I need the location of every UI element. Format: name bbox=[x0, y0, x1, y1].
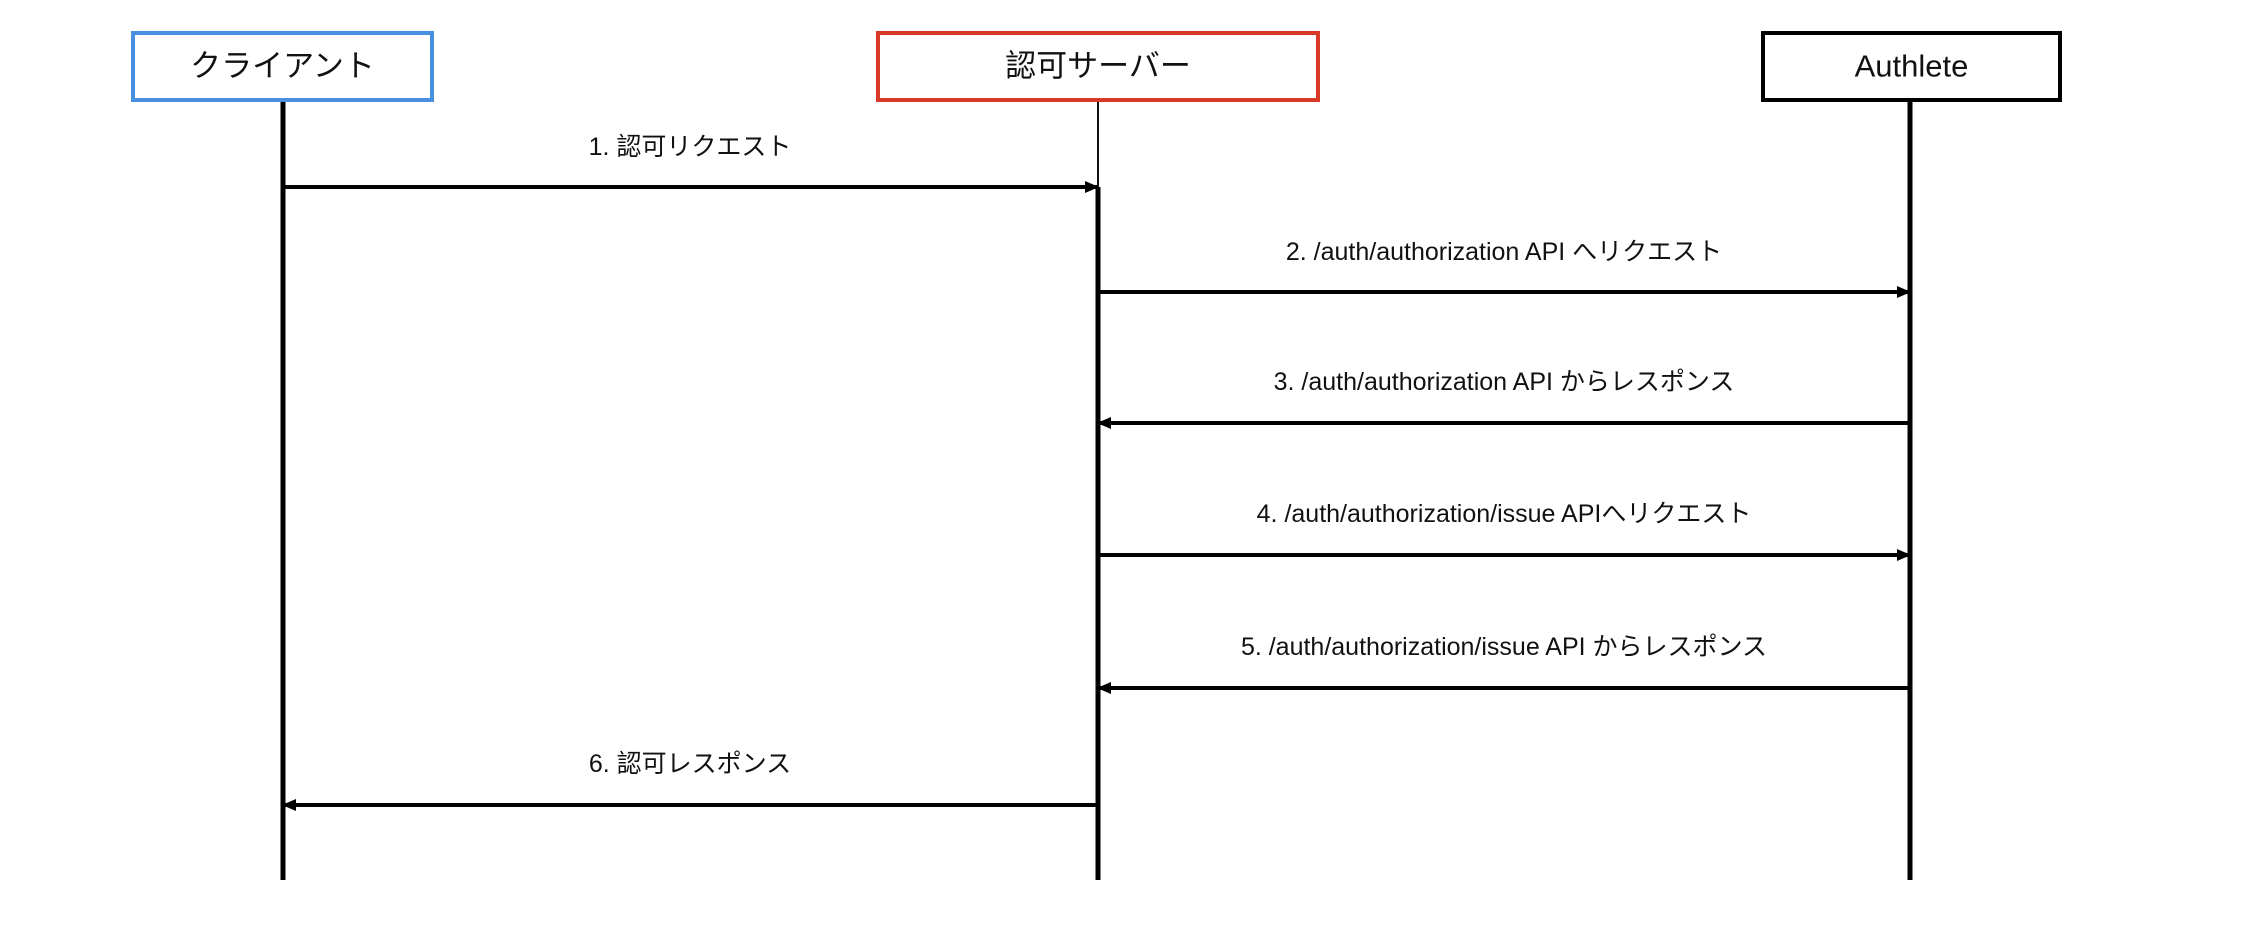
messages-group: 1. 認可リクエスト 2. /auth/authorization API へリク… bbox=[282, 133, 1911, 811]
message-6: 6. 認可レスポンス bbox=[282, 750, 1098, 811]
message-label-1: 1. 認可リクエスト bbox=[589, 133, 792, 161]
participant-label-authorization-server: 認可サーバー bbox=[1005, 49, 1191, 84]
participant-label-client: クライアント bbox=[190, 49, 375, 84]
participant-authlete[interactable]: Authlete bbox=[1761, 31, 2062, 102]
message-label-4: 4. /auth/authorization/issue APIへリクエスト bbox=[1257, 500, 1752, 528]
participants-group: クライアント 認可サーバー Authlete bbox=[131, 31, 2062, 102]
message-1: 1. 認可リクエスト bbox=[283, 133, 1099, 193]
participant-authorization-server[interactable]: 認可サーバー bbox=[876, 31, 1320, 102]
participant-box-authlete[interactable] bbox=[1761, 31, 2062, 102]
message-label-6: 6. 認可レスポンス bbox=[589, 750, 791, 778]
message-2: 2. /auth/authorization API へリクエスト bbox=[1098, 238, 1911, 298]
message-label-5: 5. /auth/authorization/issue API からレスポンス bbox=[1241, 633, 1767, 661]
message-label-3: 3. /auth/authorization API からレスポンス bbox=[1274, 368, 1735, 396]
participant-box-authorization-server[interactable] bbox=[876, 31, 1320, 102]
participant-box-client[interactable] bbox=[131, 31, 434, 102]
participant-label-authlete: Authlete bbox=[1855, 49, 1969, 84]
lifelines-group bbox=[280, 100, 1913, 880]
message-5: 5. /auth/authorization/issue API からレスポンス bbox=[1097, 633, 1910, 694]
message-label-2: 2. /auth/authorization API へリクエスト bbox=[1286, 238, 1722, 266]
participant-client[interactable]: クライアント bbox=[131, 31, 434, 102]
message-4: 4. /auth/authorization/issue APIへリクエスト bbox=[1098, 500, 1911, 561]
message-3: 3. /auth/authorization API からレスポンス bbox=[1097, 368, 1910, 429]
